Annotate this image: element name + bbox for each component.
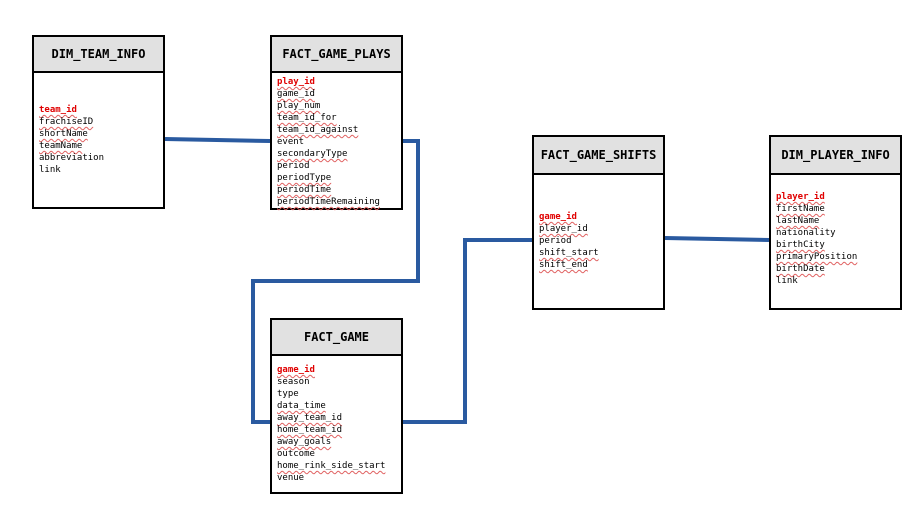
entity-dim-team-info: DIM_TEAM_INFO team_id frachiseID shortName…: [32, 35, 165, 209]
entity-title: FACT_GAME_SHIFTS: [534, 137, 663, 175]
field-item: home_team_id: [277, 425, 343, 435]
field-item: data_time: [277, 401, 326, 411]
entity-title: DIM_TEAM_INFO: [34, 37, 163, 73]
field-item: period: [277, 161, 310, 171]
primary-key-field: team_id: [39, 105, 77, 115]
link-game-to-shifts: [402, 238, 532, 424]
field-item: periodTimeRemaining: [277, 197, 380, 207]
field-item: type: [277, 389, 299, 399]
link-team-to-plays: [164, 137, 271, 143]
field-list: play_id game_id play_num team_id_for team_id…: [272, 73, 401, 208]
field-item: venue: [277, 473, 305, 483]
field-item: lastName: [776, 216, 820, 226]
field-item: link: [39, 165, 61, 175]
primary-key-field: player_id: [776, 192, 825, 202]
field-item: shift_start: [539, 248, 599, 258]
field-item: shortName: [39, 129, 88, 139]
field-item: abbreviation: [39, 153, 105, 163]
field-item: secondaryType: [277, 149, 348, 159]
field-item: birthCity: [776, 240, 825, 250]
field-item: periodTime: [277, 185, 332, 195]
field-item: away_goals: [277, 437, 332, 447]
field-item: event: [277, 137, 305, 147]
field-item: outcome: [277, 449, 315, 459]
field-item: game_id: [277, 89, 315, 99]
field-item: primaryPosition: [776, 252, 858, 262]
field-item: team_id_for: [277, 113, 337, 123]
field-item: firstName: [776, 204, 825, 214]
field-item: team_id_against: [277, 125, 359, 135]
field-item: away_team_id: [277, 413, 343, 423]
field-item: play_num: [277, 101, 321, 111]
field-item: period: [539, 236, 572, 246]
field-item: teamName: [39, 141, 83, 151]
primary-key-field: play_id: [277, 77, 315, 87]
field-item: periodType: [277, 173, 332, 183]
field-item: player_id: [539, 224, 588, 234]
field-item: frachiseID: [39, 117, 94, 127]
field-list: team_id frachiseID shortName teamName abbrev…: [34, 73, 163, 176]
field-list: player_id firstName lastName nationality bir…: [771, 175, 900, 287]
link-shifts-to-player: [664, 236, 770, 242]
field-item: birthDate: [776, 264, 825, 274]
entity-title: FACT_GAME: [272, 320, 401, 356]
entity-dim-player-info: DIM_PLAYER_INFO player_id firstName lastNa…: [769, 135, 902, 310]
primary-key-field: game_id: [277, 365, 315, 375]
entity-title: DIM_PLAYER_INFO: [771, 137, 900, 175]
primary-key-field: game_id: [539, 212, 577, 222]
field-item: home_rink_side_start: [277, 461, 386, 471]
entity-title: FACT_GAME_PLAYS: [272, 37, 401, 73]
field-item: shift_end: [539, 260, 588, 270]
field-item: season: [277, 377, 310, 387]
field-item: nationality: [776, 228, 836, 238]
field-item: link: [776, 276, 798, 286]
